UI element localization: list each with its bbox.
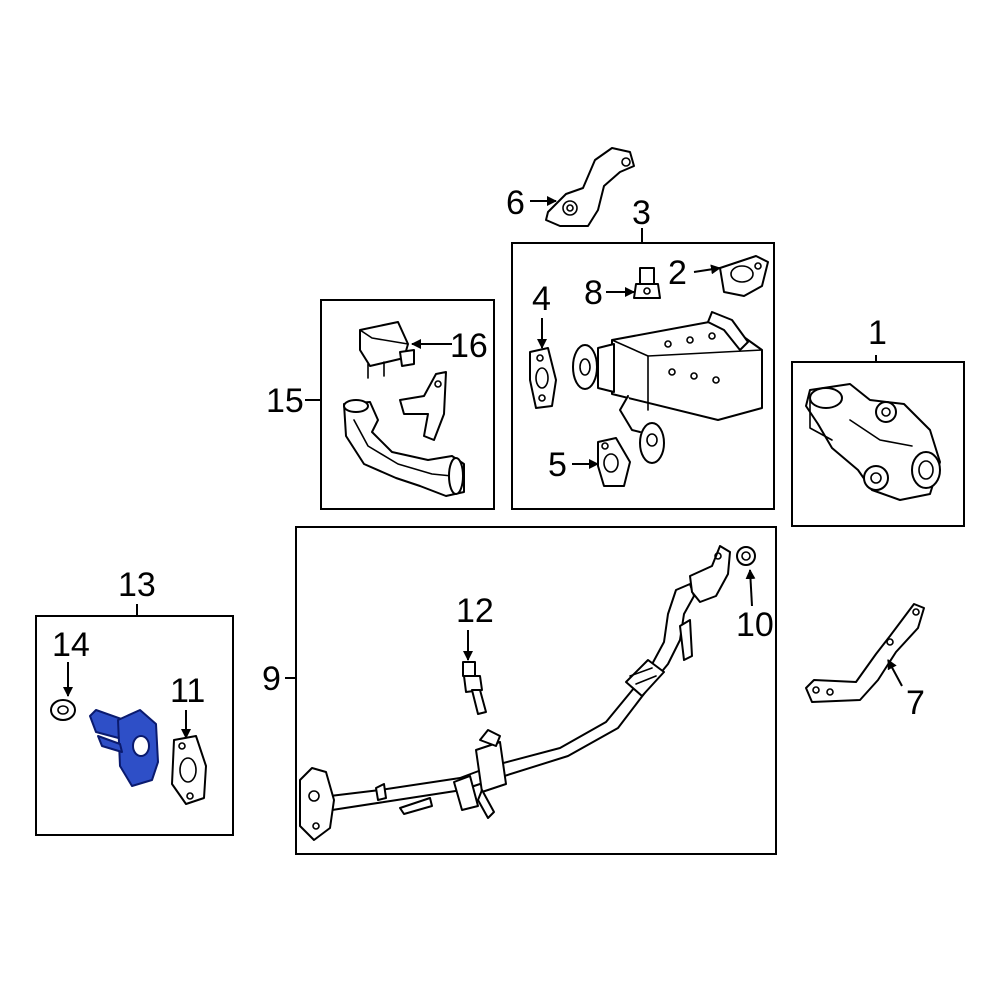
callout-12: 12	[456, 592, 494, 630]
part-1-egr-valve[interactable]	[805, 383, 941, 501]
part-15-egr-pipe[interactable]	[343, 399, 465, 497]
part-15-bracket[interactable]	[399, 371, 447, 441]
part-11-gasket[interactable]	[171, 735, 207, 805]
group-box-9	[295, 526, 777, 855]
callout-14: 14	[52, 626, 90, 664]
callout-2: 2	[668, 254, 687, 292]
callout-9: 9	[262, 660, 281, 698]
part-12-sensor[interactable]	[462, 661, 487, 715]
callout-labels: 1 2 3 4 5 6 7 8 9 10 11 12 13 14 15 16	[52, 184, 925, 722]
part-5-gasket[interactable]	[597, 437, 631, 487]
part-8-sensor[interactable]	[633, 267, 661, 299]
part-13-highlighted-valve[interactable]	[89, 709, 159, 787]
callout-11: 11	[170, 672, 205, 710]
callout-5: 5	[548, 446, 567, 484]
callout-8: 8	[584, 274, 603, 312]
callout-4: 4	[532, 280, 551, 318]
part-9-egr-tube[interactable]	[299, 545, 731, 841]
callout-10: 10	[736, 606, 774, 644]
callout-16: 16	[450, 327, 488, 365]
part-14-washer[interactable]	[50, 699, 76, 721]
callout-7: 7	[906, 684, 925, 722]
callout-1: 1	[868, 314, 887, 352]
part-10-washer[interactable]	[736, 546, 756, 566]
part-2-gasket[interactable]	[719, 255, 769, 297]
callout-15: 15	[266, 382, 304, 420]
part-3-egr-cooler[interactable]	[572, 311, 763, 464]
callout-6: 6	[506, 184, 525, 222]
part-4-gasket[interactable]	[529, 347, 557, 409]
part-16-pressure-sensor[interactable]	[359, 321, 415, 379]
leader-lines	[63, 196, 903, 739]
part-7-bracket[interactable]	[805, 603, 925, 703]
group-box-13	[35, 615, 234, 836]
group-box-15	[320, 299, 495, 510]
callout-3: 3	[632, 194, 651, 232]
part-6-bracket[interactable]	[545, 147, 635, 227]
group-box-1	[791, 361, 965, 527]
callout-13: 13	[118, 566, 156, 604]
